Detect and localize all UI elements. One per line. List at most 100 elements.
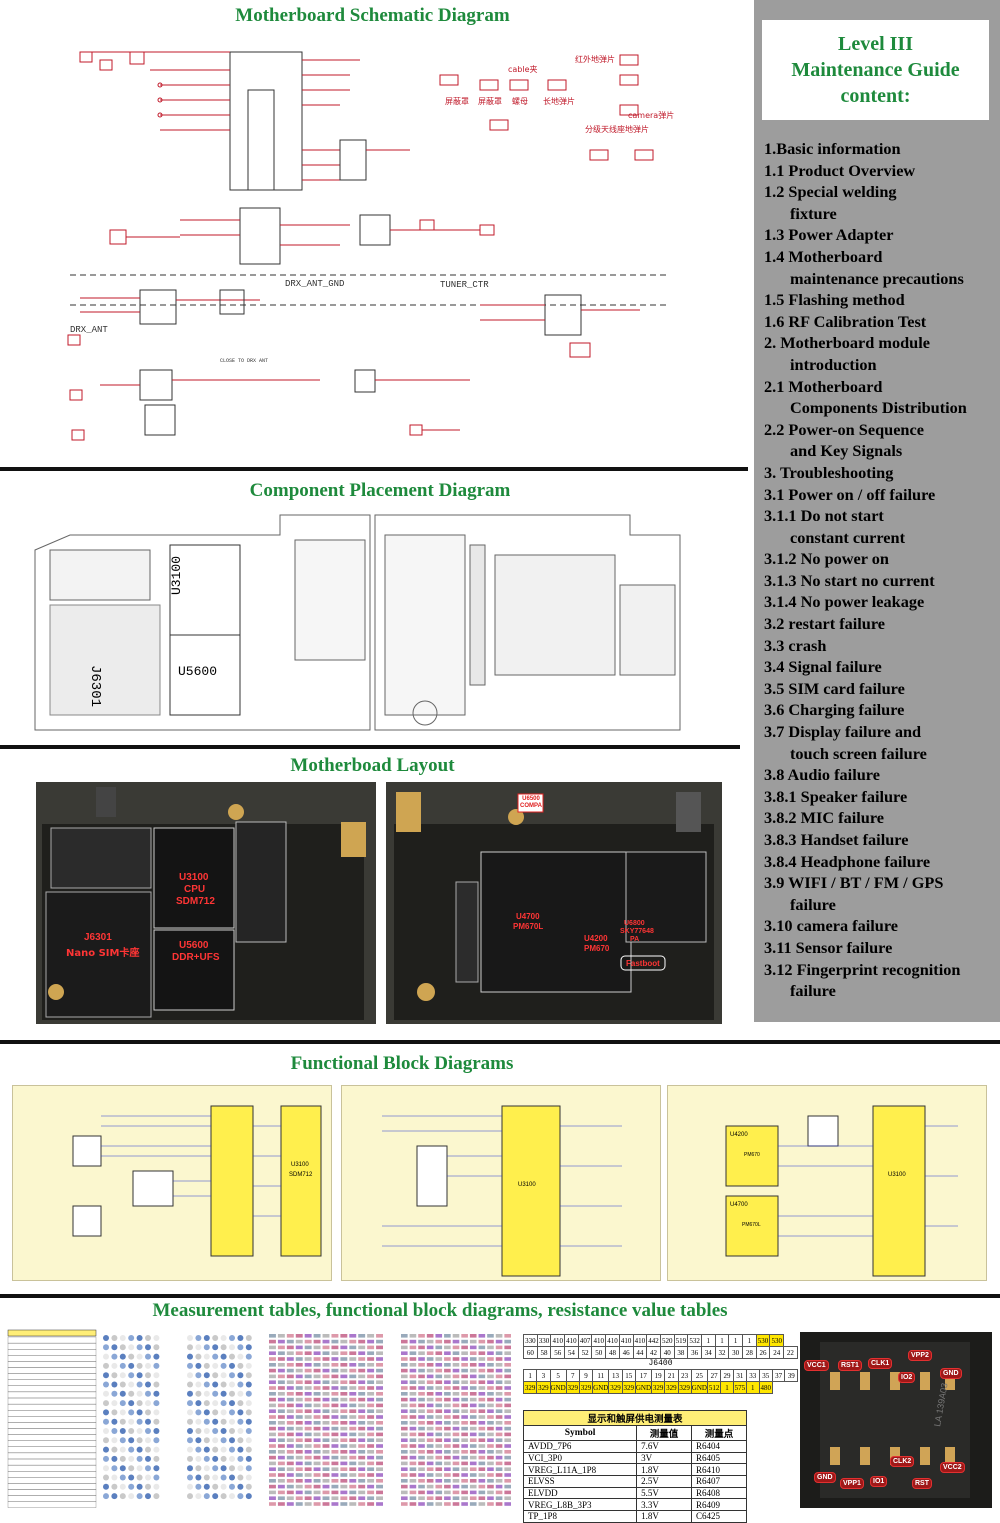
j6400-cell: GND	[549, 1381, 567, 1394]
divider-2	[0, 745, 740, 749]
j6400-cell: 329	[536, 1381, 551, 1394]
toc-item[interactable]: 1.5 Flashing method	[764, 289, 996, 311]
toc-item[interactable]: 3.1.3 No start no current	[764, 570, 996, 592]
j6400-cell: 329	[621, 1381, 636, 1394]
back-label-u4200: U4200	[584, 934, 608, 943]
power-table-cell: R6409	[691, 1498, 747, 1512]
toc-item[interactable]: 1.1 Product Overview	[764, 160, 996, 182]
toc-item[interactable]: 3.1.2 No power on	[764, 548, 996, 570]
j6400-cell: 19	[651, 1369, 666, 1382]
power-table-cell: VREG_L11A_1P8	[522, 1463, 638, 1477]
j6400-cell: 38	[673, 1346, 689, 1359]
power-table-cell: TP_1P8	[522, 1510, 638, 1523]
toc-item[interactable]: 3.6 Charging failure	[764, 699, 996, 721]
power-table-cell: R6404	[691, 1440, 747, 1453]
toc-item[interactable]: 3.1.4 No power leakage	[764, 591, 996, 613]
j6400-cell: 48	[605, 1346, 620, 1359]
power-table-cell: R6408	[691, 1486, 747, 1500]
block-diagram-3: U4200 PM670 U4700 PM670L U3100	[667, 1085, 987, 1281]
toc-item[interactable]: 3.8 Audio failure	[764, 764, 996, 786]
j6400-cell: 329	[578, 1381, 594, 1394]
j6400-cell: 329	[565, 1381, 580, 1394]
j6400-cell: 407	[577, 1334, 593, 1347]
fbd3-pm670-label: PM670	[744, 1152, 760, 1158]
toc-item-continuation: and Key Signals	[790, 441, 903, 461]
j6400-cell: 42	[646, 1346, 661, 1359]
toc-item[interactable]: 1.6 RF Calibration Test	[764, 311, 996, 333]
fbd2-u3100-label: U3100	[518, 1182, 536, 1188]
toc-item-continuation: Components Distribution	[790, 398, 967, 418]
toc-item[interactable]: 3.2 restart failure	[764, 613, 996, 635]
j6400-cell: 442	[646, 1334, 661, 1347]
toc-item[interactable]: 3.8.2 MIC failure	[764, 807, 996, 829]
toc-item[interactable]: 3.8.4 Headphone failure	[764, 851, 996, 873]
power-table-cell: R6405	[691, 1451, 747, 1465]
fbd1-u3100-label: U3100	[291, 1162, 309, 1168]
component-placement-diagram: U3100 U5600 J6301	[34, 514, 681, 731]
power-table-cell: VREG_L8B_3P3	[522, 1498, 638, 1512]
j6400-cell: GND	[634, 1381, 653, 1394]
back-label-pm670: PM670	[584, 944, 610, 953]
pin-grid-thumb-2	[397, 1330, 519, 1510]
j6400-cell: 1	[700, 1334, 716, 1347]
sim-pin-label: CLK2	[890, 1456, 915, 1467]
toc-item-text: 3.8 Audio failure	[764, 765, 880, 785]
power-table-cell: 3.3V	[636, 1498, 693, 1512]
j6400-cell: 329	[522, 1381, 538, 1394]
toc-item[interactable]: 3. Troubleshooting	[764, 462, 996, 484]
j6400-cell: 52	[577, 1346, 593, 1359]
j6400-cell: 329	[677, 1381, 692, 1394]
fbd3-u4200-label: U4200	[730, 1132, 748, 1138]
sim-pin-label: GND	[814, 1472, 836, 1483]
toc-item[interactable]: 3.8.1 Speaker failure	[764, 786, 996, 808]
tables-section-title: Measurement tables, functional block dia…	[152, 1300, 728, 1321]
toc-item-continuation: maintenance precautions	[790, 268, 964, 288]
j6400-cell: 530	[769, 1334, 785, 1347]
guide-title-line: Level III	[838, 33, 913, 55]
toc-item-text: 2.1 Motherboard	[764, 376, 883, 396]
toc-item-text: 1.3 Power Adapter	[764, 225, 894, 245]
toc-item[interactable]: 3.11 Sensor failure	[764, 937, 996, 959]
j6400-cell: 532	[687, 1334, 702, 1347]
j6400-cell: 36	[687, 1346, 702, 1359]
toc-item[interactable]: 3.10 camera failure	[764, 915, 996, 937]
front-label-j6301: J6301	[84, 932, 112, 943]
toc-item[interactable]: 3.8.3 Handset failure	[764, 829, 996, 851]
front-label-u5600: U5600	[179, 940, 209, 951]
maintenance-guide-panel: Level III Maintenance Guide content: 1.B…	[754, 0, 1000, 1022]
toc-item[interactable]: 1.3 Power Adapter	[764, 224, 996, 246]
toc-item[interactable]: 3.3 crash	[764, 635, 996, 657]
toc-item[interactable]: 3.4 Signal failure	[764, 656, 996, 678]
toc-item[interactable]: 3.5 SIM card failure	[764, 678, 996, 700]
j6400-cell: 15	[621, 1369, 636, 1382]
j6400-cell: 575	[732, 1381, 748, 1394]
j6400-cell: 3	[536, 1369, 551, 1382]
sim-pin-label: VCC2	[940, 1462, 965, 1473]
toc-item[interactable]: 1.Basic information	[764, 138, 996, 160]
back-label-u6800: U6800	[624, 920, 645, 927]
toc-item[interactable]: 3.1 Power on / off failure	[764, 484, 996, 506]
drx-ant-label: DRX_ANT	[70, 325, 108, 335]
j6400-cell: 7	[565, 1369, 580, 1382]
toc-item-text: 2.2 Power-on Sequence	[764, 419, 924, 439]
toc-item-text: 3.12 Fingerprint recognition	[764, 959, 961, 979]
guide-title-line: Maintenance Guide	[791, 59, 960, 81]
j6400-cell: 1	[728, 1334, 743, 1347]
j6400-cell: 512	[706, 1381, 722, 1394]
power-table-cell: VCI_3P0	[522, 1451, 638, 1465]
toc-item-text: 3.7 Display failure and	[764, 722, 922, 742]
toc-item-text: 3.6 Charging failure	[764, 700, 905, 720]
